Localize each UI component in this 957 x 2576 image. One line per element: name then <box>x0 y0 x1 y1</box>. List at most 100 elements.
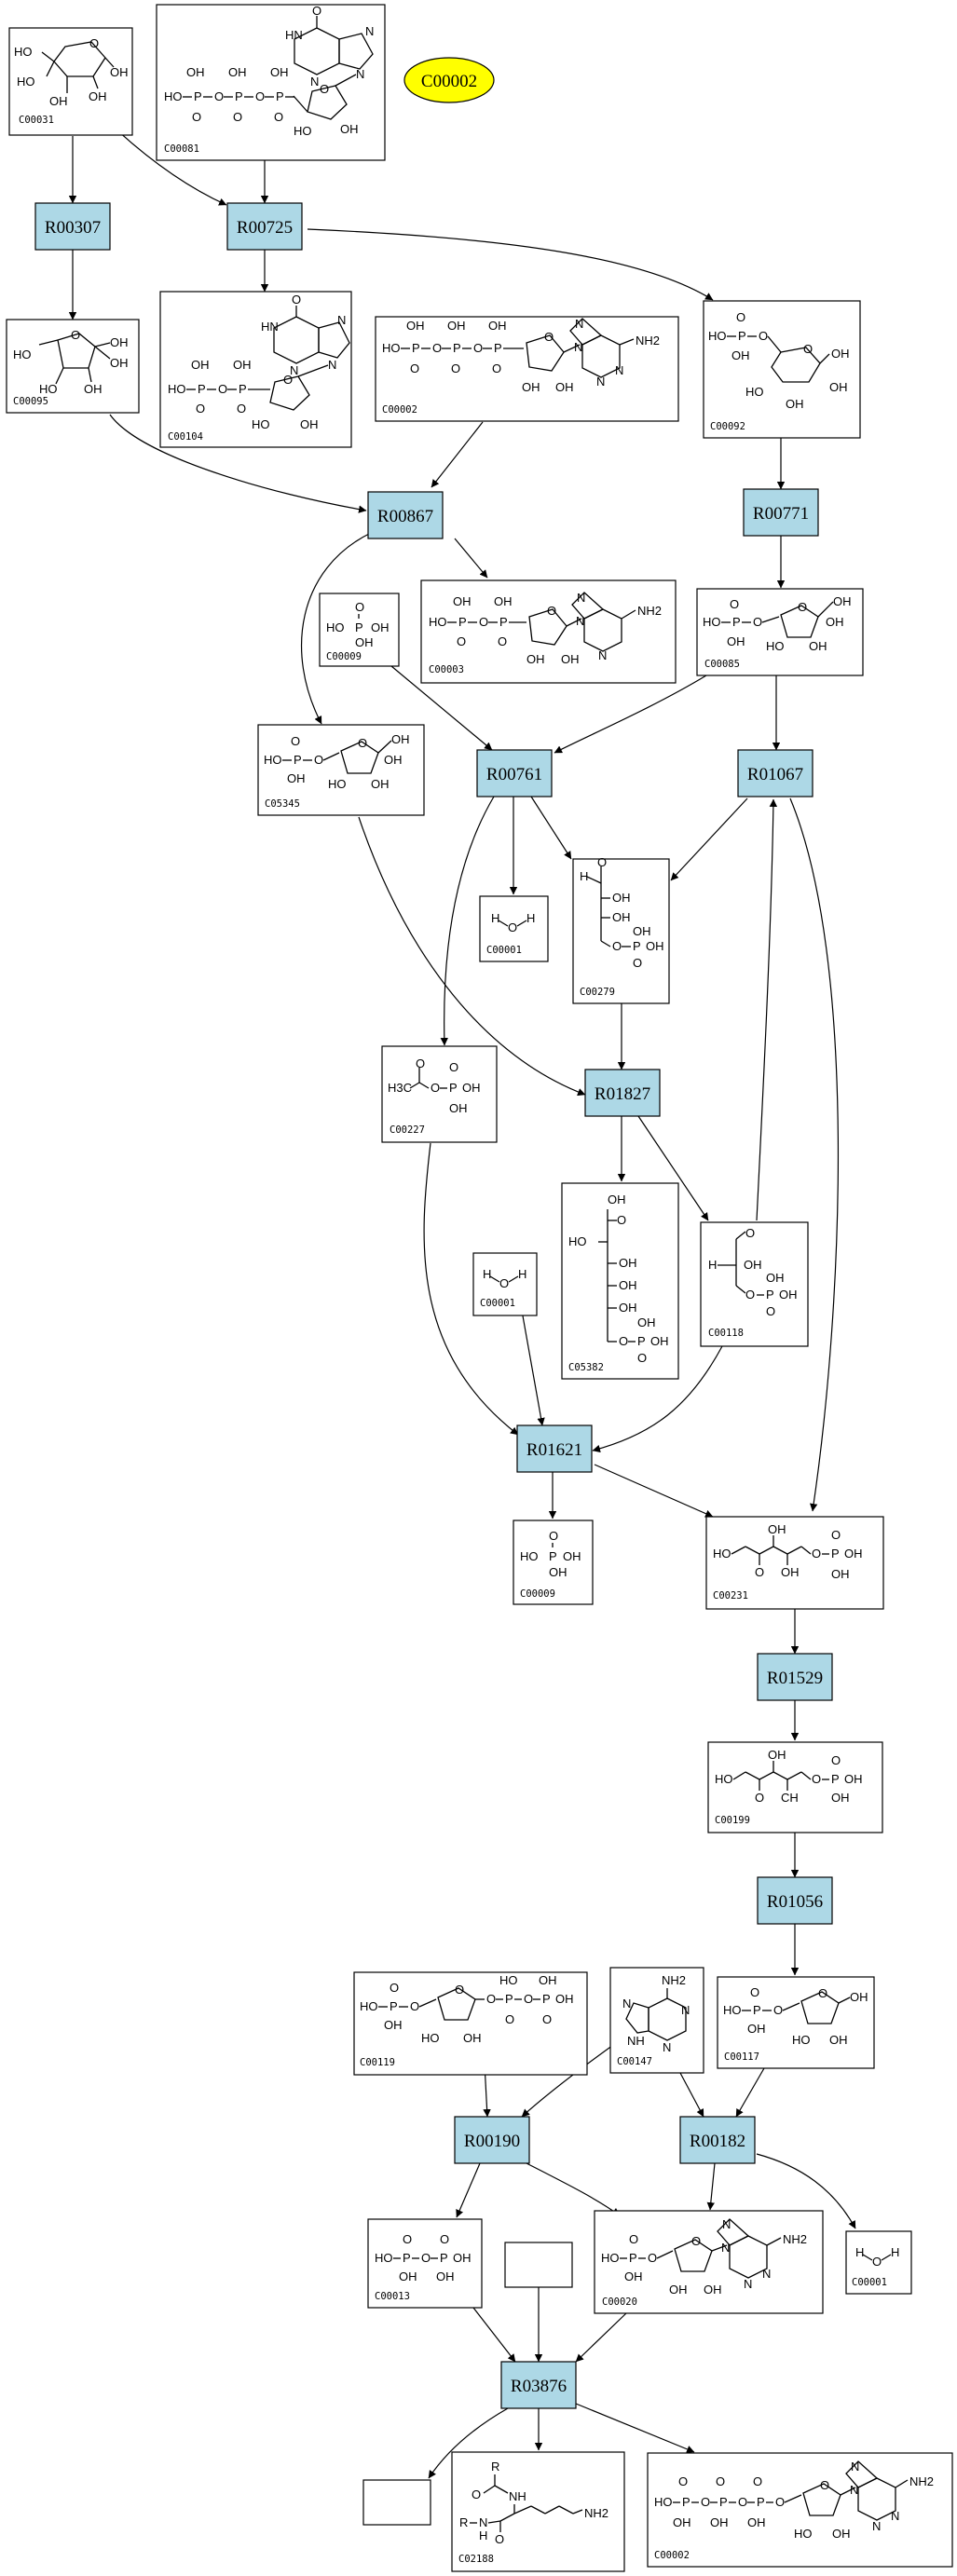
reaction-label: R00761 <box>486 765 542 784</box>
atom-oh: OH <box>633 924 651 938</box>
atom-o: O <box>549 1529 558 1543</box>
compound-c00118[interactable]: O H OH O P OH OH O C00118 <box>700 1221 809 1347</box>
atom-o: O <box>233 110 242 124</box>
atom-oh: OH <box>612 891 631 905</box>
edge-r01067-c00279 <box>670 797 748 881</box>
compound-c00231[interactable]: HO O OH OH O P O OH OH C00231 <box>705 1516 884 1610</box>
structure-atp-b: HO P O P O P O O O O OH OH OH <box>654 2460 934 2541</box>
atom-o: O <box>196 402 205 416</box>
compound-c00117[interactable]: O HO P O OH O OH HO OH C00117 <box>717 1976 875 2069</box>
compound-c00081[interactable]: O HN N N N O HO OH HO P O P O <box>156 4 386 161</box>
atom-o: O <box>274 110 283 124</box>
compound-c00085[interactable]: O HO P O OH O OH OH HO OH C00085 <box>696 588 864 676</box>
edge-c00009-r00761 <box>390 665 493 751</box>
compound-c02188[interactable]: R O NH NH2 O R N H <box>451 2451 625 2572</box>
atom-ho: HO <box>252 417 270 431</box>
edge-r00182-c00001c <box>756 2153 856 2229</box>
structure-amp: HO P O O OH O OH OH N N N N NH2 <box>601 2217 807 2297</box>
reaction-r00307[interactable]: R00307 <box>34 202 111 251</box>
atom-o: O <box>505 2012 514 2026</box>
compound-c00199[interactable]: HO O OH CH O P O OH OH C00199 <box>707 1741 883 1833</box>
atom-oh: OH <box>462 1081 481 1095</box>
compound-c00009[interactable]: O HO P OH OH C00009 <box>319 593 400 667</box>
atom-o: O <box>451 361 460 375</box>
atom-o: O <box>597 855 607 869</box>
highlight-c00002[interactable]: C00002 <box>403 57 495 103</box>
atom-o: O <box>766 1304 775 1318</box>
atom-o: O <box>612 939 622 953</box>
atom-oh: OH <box>371 620 390 634</box>
edge-c00118-r01067 <box>756 798 778 1221</box>
compound-c00020[interactable]: HO P O O OH O OH OH N N N N NH2 <box>594 2210 824 2314</box>
compound-c00001-c[interactable]: H O H C00001 <box>845 2230 912 2295</box>
compound-c00104[interactable]: O HN N N N O HO OH HO P O P OH OH <box>159 291 352 448</box>
compound-c00002[interactable]: HO P O P O P OH OH OH O O O O OH <box>375 316 679 422</box>
compound-label: C00081 <box>164 143 199 155</box>
atom-o: O <box>773 2003 783 2017</box>
compound-c00009-b[interactable]: O HO P OH OH C00009 <box>513 1520 594 1605</box>
reaction-r03876[interactable]: R03876 <box>500 2361 577 2409</box>
reaction-label: R03876 <box>511 2377 567 2396</box>
atom-ho: HO <box>39 382 58 396</box>
reaction-r00761[interactable]: R00761 <box>476 749 553 797</box>
atom-n: N <box>744 2277 752 2291</box>
reaction-label: R00182 <box>690 2132 745 2151</box>
compound-c00031[interactable]: O HO OH HO OH OH C00031 <box>8 27 133 136</box>
compound-c05345[interactable]: O HO P O OH O OH OH HO OH C05345 <box>257 724 425 816</box>
compound-c00013[interactable]: HO P O P OH O O OH OH C00013 <box>367 2218 483 2309</box>
reaction-r00190[interactable]: R00190 <box>454 2116 530 2164</box>
atom-nh2: NH2 <box>662 1973 686 1987</box>
edge-r00867-c00003 <box>454 538 488 579</box>
atom-oh: OH <box>669 2283 688 2297</box>
atom-oh: OH <box>384 2018 403 2032</box>
atom-oh: OH <box>744 1258 762 1272</box>
atom-ho: HO <box>382 341 401 355</box>
compound-c00095[interactable]: O HO OH OH HO OH C00095 <box>6 319 140 414</box>
structure-prpp: O HO P O OH O HO OH O P O P OH <box>360 1973 574 2045</box>
atom-o: O <box>633 956 642 970</box>
reaction-r00725[interactable]: R00725 <box>226 202 303 251</box>
atom-hn: HN <box>285 28 303 42</box>
atom-p: P <box>831 1547 840 1561</box>
edge-r00725-c00092 <box>307 228 714 301</box>
atom-oh: OH <box>453 2251 472 2265</box>
atom-o: O <box>403 2232 412 2246</box>
reaction-r01056[interactable]: R01056 <box>757 1876 833 1925</box>
edge-c00227-r01621 <box>423 1142 519 1436</box>
reaction-r01621[interactable]: R01621 <box>516 1424 593 1473</box>
reaction-r01529[interactable]: R01529 <box>757 1653 833 1701</box>
compound-c00227[interactable]: H3C O O P O OH OH C00227 <box>381 1045 498 1143</box>
compound-c00119[interactable]: O HO P O OH O HO OH O P O P OH <box>353 1971 588 2076</box>
compound-c00092[interactable]: O HO P O OH O OH OH HO OH C00092 <box>703 300 861 439</box>
atom-oh: OH <box>727 634 745 648</box>
compound-label: C00001 <box>486 945 522 956</box>
atom-o: O <box>192 110 201 124</box>
compound-c00003[interactable]: HO P O P OH OH O O O OH OH N N <box>420 579 677 684</box>
reaction-r01827[interactable]: R01827 <box>584 1069 661 1117</box>
atom-n: N <box>615 363 623 377</box>
reaction-r00182[interactable]: R00182 <box>679 2116 756 2164</box>
reaction-r00771[interactable]: R00771 <box>743 488 819 537</box>
compound-c05382[interactable]: OH O HO OH OH OH O P OH OH O C05382 <box>561 1182 679 1380</box>
reaction-r00867[interactable]: R00867 <box>367 491 444 539</box>
atom-o: O <box>508 920 517 934</box>
atom-ho: HO <box>421 2031 440 2045</box>
compound-c00147[interactable]: NH2 N N N NH C00147 <box>609 1967 704 2074</box>
atom-nh2: NH2 <box>584 2506 608 2520</box>
atom-oh: OH <box>831 1567 850 1581</box>
structure-r5p: O HO P O OH O OH HO OH <box>723 1985 868 2047</box>
reaction-r01067[interactable]: R01067 <box>737 749 813 797</box>
atom-p: P <box>198 382 206 396</box>
atom-p: P <box>719 2495 728 2509</box>
compound-c00002-b[interactable]: HO P O P O P O O O O OH OH OH <box>647 2452 953 2568</box>
empty-node-2[interactable] <box>362 2479 431 2526</box>
atom-o: O <box>753 2474 762 2488</box>
atom-o: O <box>486 1992 496 2006</box>
compound-c00279[interactable]: H O OH OH O P OH OH O C00279 <box>572 855 670 1004</box>
compound-c00001[interactable]: H O H C00001 <box>479 895 549 962</box>
atom-n: N <box>479 2515 487 2529</box>
compound-c00001-b[interactable]: H O H C00001 <box>472 1252 538 1316</box>
atom-o: O <box>753 615 762 629</box>
empty-node-1[interactable] <box>504 2242 573 2288</box>
atom-o: O <box>214 89 224 103</box>
